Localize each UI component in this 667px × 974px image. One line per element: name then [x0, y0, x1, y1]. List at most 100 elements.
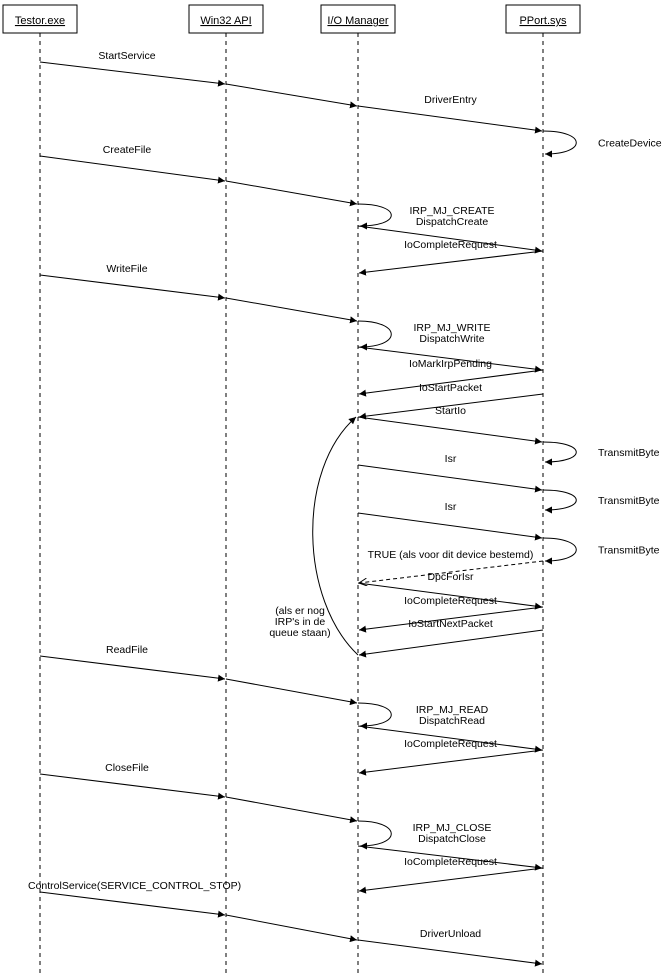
message-16: TransmitByte: [542, 441, 660, 466]
message-29: IoCompleteRequest: [358, 738, 544, 776]
message-label: IoCompleteRequest: [404, 738, 497, 750]
message-arrow: [225, 678, 358, 706]
message-0: StartService: [39, 50, 226, 87]
lifeline-pport: PPort.sys: [505, 4, 581, 974]
message-12: [357, 346, 543, 373]
lifeline-testor-label: Testor.exe: [15, 15, 65, 27]
message-33: [357, 845, 543, 871]
message-label: IoStartPacket: [419, 382, 482, 394]
message-arrow: [39, 155, 226, 184]
lifeline-pport-label: PPort.sys: [519, 15, 567, 27]
message-label: StartIo: [435, 405, 466, 417]
message-arrow: [357, 105, 543, 134]
message-arrow: [357, 939, 543, 967]
lifeline-pport-box: [505, 4, 581, 34]
lifeline-win32: Win32 API: [188, 4, 264, 974]
message-arrow: [357, 225, 543, 254]
message-label: TransmitByte: [598, 495, 660, 507]
lifeline-win32-box: [188, 4, 264, 34]
message-arrow: [39, 655, 226, 682]
message-label: Isr: [445, 501, 457, 513]
message-2: DriverEntry: [357, 94, 543, 134]
message-label: IoStartNextPacket: [408, 618, 493, 630]
message-arrow: [358, 369, 544, 397]
message-label: DriverEntry: [424, 94, 477, 106]
message-8: IoCompleteRequest: [358, 239, 544, 276]
message-15: StartIo: [357, 405, 543, 445]
message-31: [225, 796, 358, 824]
message-label: IoCompleteRequest: [404, 595, 497, 607]
message-label: TRUE (als voor dit device bestemd): [368, 549, 534, 561]
message-4: CreateFile: [39, 144, 226, 184]
lifeline-testor: Testor.exe: [2, 4, 78, 974]
message-35: ControlService(SERVICE_CONTROL_STOP): [28, 880, 241, 918]
message-arrow: [358, 749, 544, 776]
self-arrow: [357, 820, 392, 850]
message-label: TransmitByte: [598, 545, 660, 557]
message-25: ReadFile: [39, 644, 226, 682]
message-arrow: [225, 914, 358, 943]
lifeline-iomgr-label: I/O Manager: [327, 15, 388, 27]
message-arrow: [357, 346, 543, 373]
message-10: [225, 297, 358, 324]
self-arrow: [542, 130, 577, 158]
message-arrow: [358, 629, 544, 658]
message-label: CreateFile: [103, 144, 152, 156]
message-label: CloseFile: [105, 762, 149, 774]
message-arrow: [39, 274, 226, 301]
message-9: WriteFile: [39, 263, 226, 301]
message-label: ControlService(SERVICE_CONTROL_STOP): [28, 880, 241, 892]
message-19: Isr: [357, 501, 543, 541]
self-arrow: [357, 702, 392, 730]
message-label: WriteFile: [106, 263, 147, 275]
message-arrow: [359, 560, 544, 583]
message-18: TransmitByte: [542, 489, 660, 514]
message-20: TransmitByte: [542, 537, 660, 565]
message-arrow: [357, 416, 543, 445]
message-label: DriverUnload: [420, 928, 481, 940]
message-arrow: [357, 725, 543, 753]
message-23: IoCompleteRequest: [358, 595, 544, 633]
message-arrow: [357, 464, 543, 493]
message-label: IoCompleteRequest: [404, 239, 497, 251]
message-34: IoCompleteRequest: [358, 856, 544, 894]
message-30: CloseFile: [39, 762, 226, 800]
self-arrow: [357, 320, 392, 351]
loop-back-arrow: [312, 416, 359, 656]
message-37: DriverUnload: [357, 928, 543, 967]
message-label: IoCompleteRequest: [404, 856, 497, 868]
message-13: IoMarkIrpPending: [358, 358, 544, 397]
message-label: IoMarkIrpPending: [409, 358, 492, 370]
message-3: CreateDevice: [542, 130, 662, 158]
message-36: [225, 914, 358, 943]
message-arrow: [357, 582, 543, 610]
message-22: DpcForIsr: [357, 571, 543, 610]
message-label: ReadFile: [106, 644, 148, 656]
self-arrow: [542, 537, 577, 565]
message-arrow: [39, 773, 226, 800]
message-24: IoStartNextPacket: [358, 618, 544, 658]
lifeline-win32-label: Win32 API: [200, 15, 251, 27]
message-arrow: [357, 512, 543, 541]
message-5: [225, 180, 358, 207]
message-7: [357, 225, 543, 254]
message-arrow: [358, 867, 544, 894]
message-arrow: [225, 180, 358, 207]
lifeline-testor-box: [2, 4, 78, 34]
self-arrow: [542, 441, 577, 466]
message-arrow: [358, 393, 544, 420]
message-label: StartService: [98, 50, 155, 62]
message-26: [225, 678, 358, 706]
message-label: Isr: [445, 453, 457, 465]
message-label: CreateDevice: [598, 138, 662, 150]
